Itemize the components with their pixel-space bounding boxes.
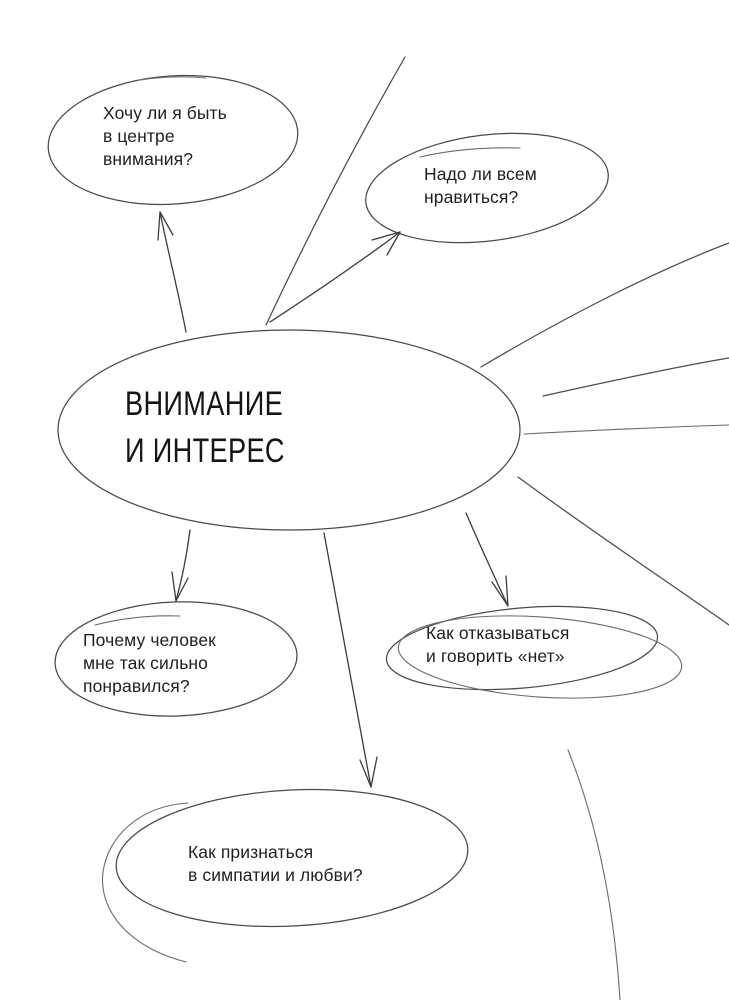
branch-confess-love-label: Как признаться в симпатии и любви? (188, 842, 363, 885)
center-node-shape (57, 329, 521, 531)
ray-right-middle-icon (542, 357, 729, 397)
arrow-to-attention-center-head (157, 211, 174, 241)
branch-please-everyone-label: Надо ли всем нравиться? (424, 164, 537, 207)
arrow-to-please-everyone (269, 231, 401, 323)
branch-attention-center-shape (47, 74, 299, 206)
branch-why-liked-overdraw (94, 615, 181, 626)
branch-please-everyone-shape (365, 132, 609, 244)
arrow-to-why-liked-line (175, 529, 191, 602)
arrow-to-attention-center-line (159, 211, 187, 333)
arrow-to-why-liked (171, 529, 191, 602)
ray-right-lower-icon (517, 476, 729, 626)
branch-why-liked-ellipse (54, 601, 298, 717)
ray-right-flat-icon (523, 424, 729, 435)
arrow-to-why-liked-head (171, 571, 189, 602)
arrow-to-attention-center (157, 211, 187, 333)
branch-say-no-ellipse-outer (385, 605, 659, 691)
branch-say-no-ellipse-inner (397, 615, 683, 699)
branch-attention-center-label: Хочу ли я быть в центре внимания? (103, 103, 227, 169)
arrow-to-please-everyone-head (371, 231, 401, 256)
center-node-label: ВНИМАНИЕ И ИНТЕРЕС (125, 385, 285, 470)
arrow-to-please-everyone-line (269, 231, 401, 323)
ray-right-upper-icon (480, 242, 729, 368)
branch-why-liked-shape (54, 601, 298, 717)
branch-say-no-label: Как отказываться и говорить «нет» (426, 623, 570, 666)
branch-please-everyone-ellipse (365, 132, 609, 244)
branch-say-no-shape (385, 605, 683, 699)
center-ellipse (57, 329, 521, 531)
ray-bottom-right-curve-icon (567, 749, 621, 1000)
branch-attention-center-overdraw (139, 76, 207, 81)
arrow-to-confess-love (323, 532, 378, 788)
branch-confess-love-shape (101, 788, 469, 963)
arrow-to-confess-love-line (323, 532, 372, 788)
offscreen-ray-group (265, 56, 729, 1000)
branch-why-liked-label: Почему человек мне так сильно понравился… (83, 630, 216, 696)
branch-attention-center-ellipse (47, 74, 299, 206)
branch-confess-love-ellipse-outer (115, 788, 469, 928)
arrow-to-say-no (465, 512, 509, 607)
arrow-to-say-no-line (465, 512, 509, 607)
arrow-to-say-no-head (491, 575, 509, 607)
ray-top-icon (265, 56, 406, 326)
arrow-to-confess-love-head (359, 756, 378, 788)
branch-please-everyone-overdraw (419, 147, 521, 158)
branch-confess-love-ellipse-inner (101, 802, 189, 963)
